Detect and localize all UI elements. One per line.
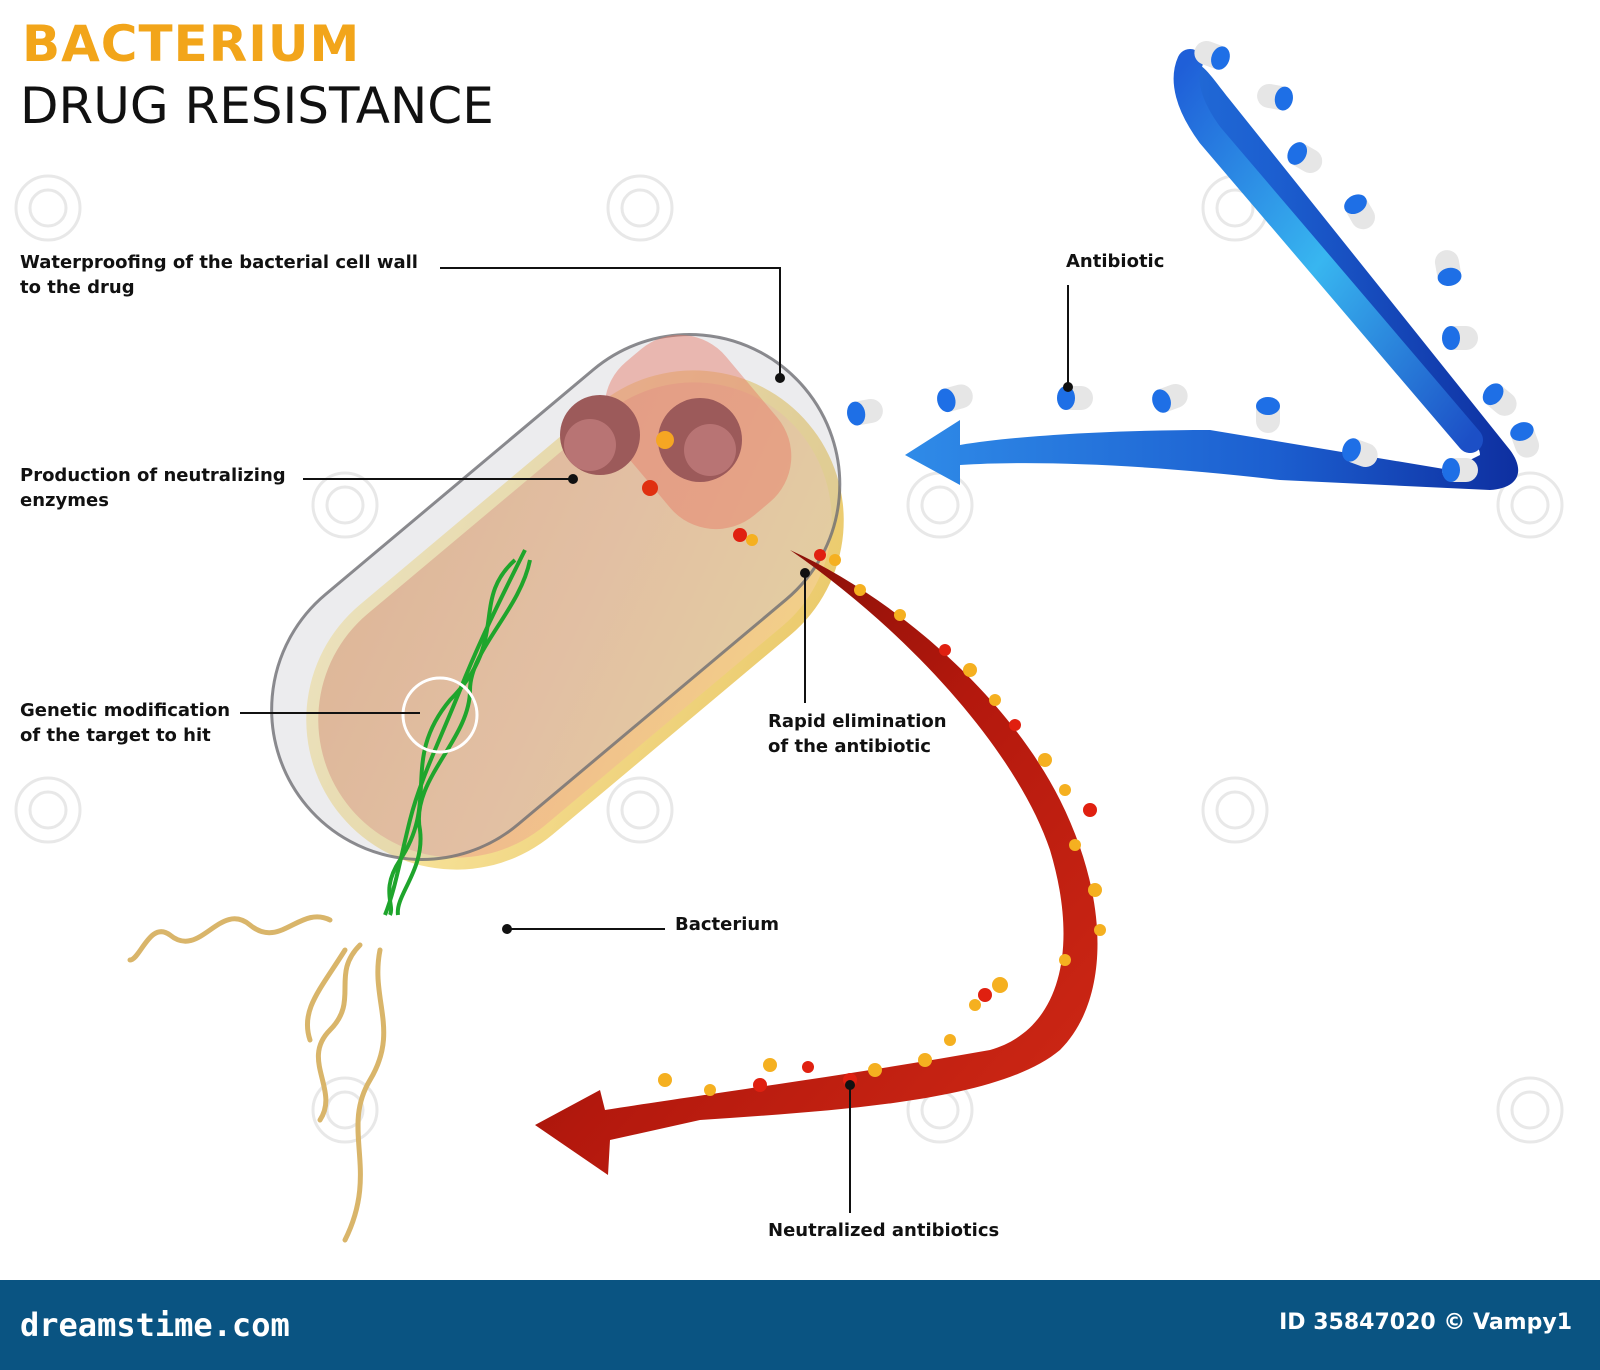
label-neutralized-antibiotics: Neutralized antibiotics xyxy=(768,1220,1000,1241)
label-rapid-elimination: Rapid elimination of the antibiotic xyxy=(768,711,947,757)
footer-bar: dreamstime.com ID 35847020 © Vampy1 xyxy=(0,1280,1600,1370)
leader-lines xyxy=(240,267,1069,1213)
elimination-arrow xyxy=(535,550,1098,1175)
antibiotic-arrow xyxy=(905,49,1519,490)
antibiotic-capsules xyxy=(847,40,1540,482)
label-antibiotic: Antibiotic xyxy=(1066,251,1165,272)
footer-image-id: ID 35847020 © Vampy1 xyxy=(1279,1310,1572,1335)
label-waterproofing: Waterproofing of the bacterial cell wall… xyxy=(20,252,418,298)
label-bacterium: Bacterium xyxy=(675,914,779,935)
bacterium-cell xyxy=(270,333,844,870)
label-genetic-modification: Genetic modification of the target to hi… xyxy=(20,700,231,746)
diagram-canvas xyxy=(14,40,1564,1243)
enzyme-clusters xyxy=(560,395,742,496)
label-neutralizing-enzymes: Production of neutralizing enzymes xyxy=(20,465,286,511)
title-line-1: BACTERIUM xyxy=(22,15,361,73)
target-highlight-circle xyxy=(401,676,479,754)
neutralized-particles xyxy=(658,528,1106,1096)
watermark-icons xyxy=(14,174,1564,1144)
footer-brand[interactable]: dreamstime.com xyxy=(20,1306,290,1344)
title-line-2: DRUG RESISTANCE xyxy=(20,77,494,135)
flagella xyxy=(127,914,387,1243)
leader-dots xyxy=(502,373,1073,1090)
